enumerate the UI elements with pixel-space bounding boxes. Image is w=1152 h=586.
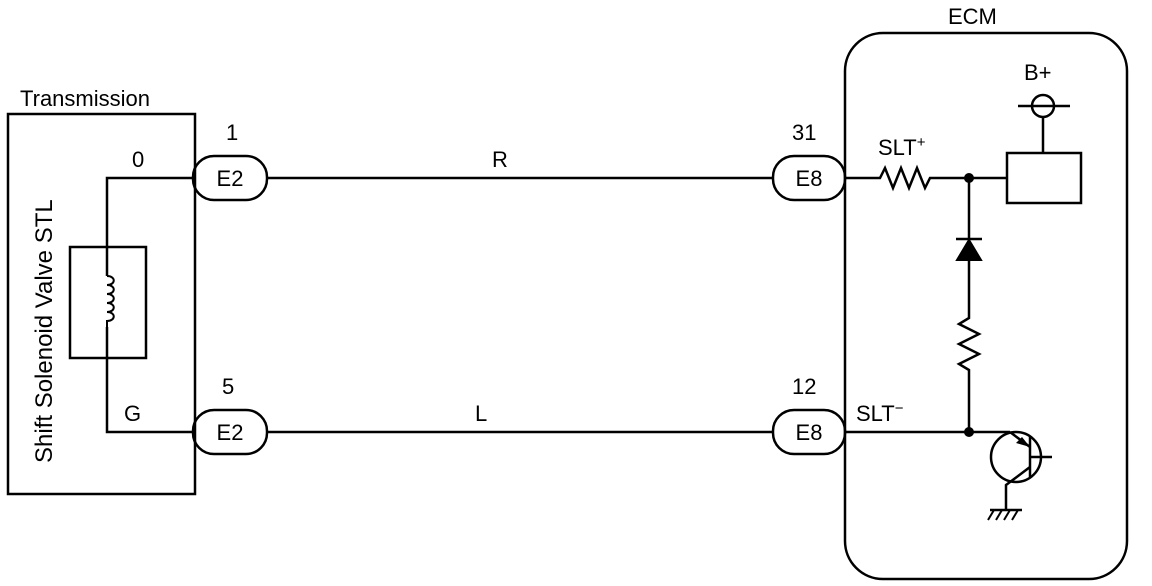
solenoid-wire-bottom bbox=[105, 327, 192, 434]
transistor-collector bbox=[1004, 466, 1031, 505]
connector-name-e2-bottom: E2 bbox=[217, 420, 244, 445]
slt-plus-base: SLT bbox=[878, 135, 917, 160]
connector-name-e2-top: E2 bbox=[217, 166, 244, 191]
pin-label-bottom: G bbox=[124, 401, 141, 426]
wire-r-label: R bbox=[492, 147, 508, 172]
b-plus-label: B+ bbox=[1024, 60, 1052, 85]
slt-minus-label: SLT− bbox=[856, 400, 904, 426]
ground-hatch-4 bbox=[1011, 509, 1019, 521]
pin-label-top: 0 bbox=[132, 147, 144, 172]
solenoid-label: Shift Solenoid Valve STL bbox=[31, 199, 58, 463]
connector-pin-31: 31 bbox=[792, 120, 816, 145]
slt-minus-sup: − bbox=[895, 400, 904, 417]
ground-hatch-3 bbox=[1003, 509, 1011, 521]
ecm-box bbox=[843, 31, 1129, 581]
ecm-title: ECM bbox=[948, 4, 997, 29]
transmission-box bbox=[6, 112, 197, 496]
slt-plus-label: SLT+ bbox=[878, 134, 926, 160]
ground-hatch-2 bbox=[995, 509, 1003, 521]
slt-plus-sup: + bbox=[917, 134, 926, 151]
connector-pin-1: 1 bbox=[226, 120, 238, 145]
solenoid-wire-top bbox=[105, 176, 192, 276]
connector-pin-12: 12 bbox=[792, 374, 816, 399]
coil-icon bbox=[106, 275, 115, 328]
resistor-slt-plus-icon bbox=[845, 164, 1007, 192]
connector-name-e8-top: E8 bbox=[796, 166, 823, 191]
connector-name-e8-bottom: E8 bbox=[796, 420, 823, 445]
connector-pin-5: 5 bbox=[222, 374, 234, 399]
ground-hatch-1 bbox=[987, 509, 995, 521]
resistor-branch-icon bbox=[956, 260, 982, 432]
transmission-title: Transmission bbox=[20, 86, 150, 111]
slt-minus-base: SLT bbox=[856, 401, 895, 426]
driver-block bbox=[1005, 151, 1083, 205]
diode-icon bbox=[955, 238, 983, 261]
junction-bottom bbox=[964, 427, 974, 437]
transistor-emitter-arrow bbox=[1016, 437, 1030, 447]
wire-l-label: L bbox=[475, 401, 487, 426]
